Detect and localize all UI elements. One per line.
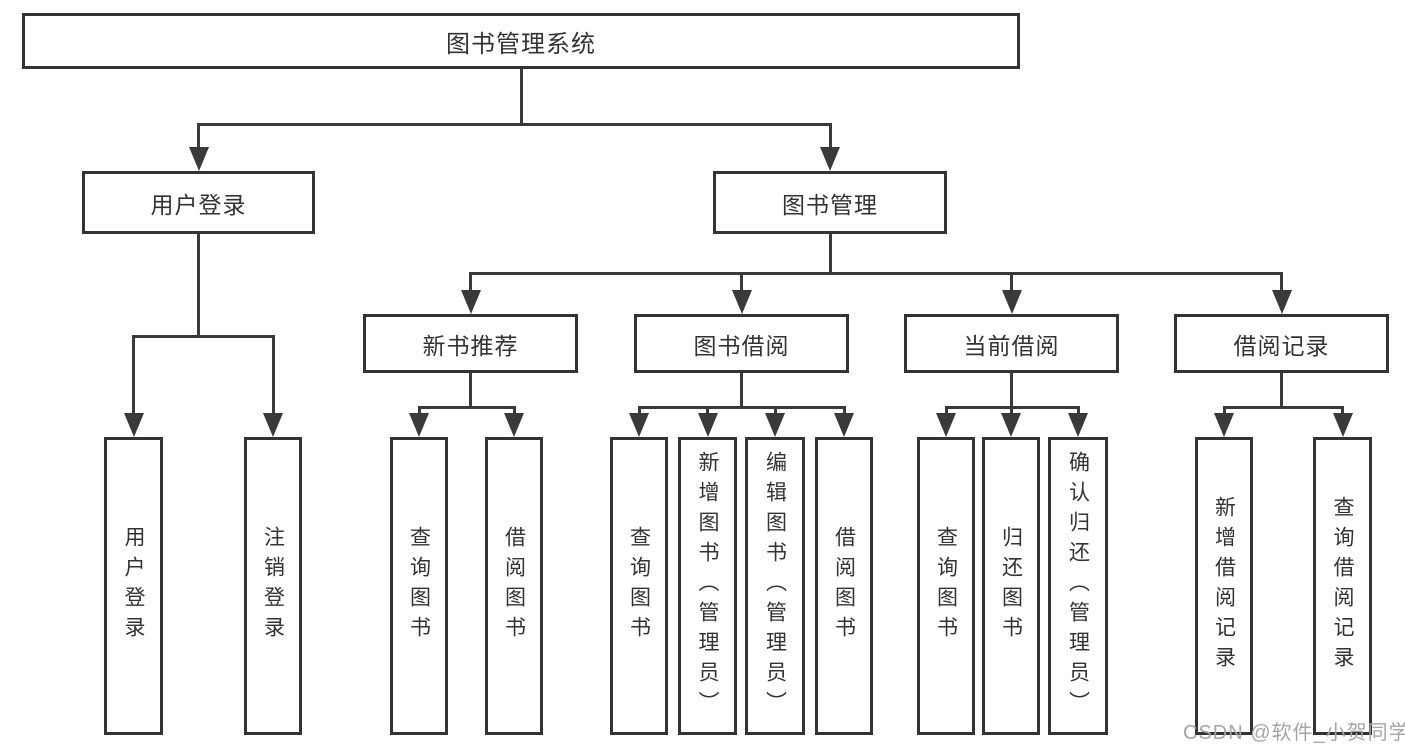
node-label-new-book-rec: 新书推荐	[422, 332, 519, 359]
arrowhead-icon	[504, 413, 524, 437]
node-label-root: 图书管理系统	[446, 30, 596, 58]
node-label-br-query-record: 查询借阅记录	[1331, 496, 1355, 676]
connector-line	[1222, 406, 1226, 417]
connector-line	[842, 406, 846, 417]
node-label-current-borrow: 当前借阅	[963, 332, 1060, 359]
connector-line	[197, 123, 832, 126]
node-root: 图书管理系统	[22, 13, 1020, 69]
node-nb-borrow-book: 借阅图书	[485, 437, 543, 735]
connector-line	[197, 234, 200, 335]
node-bb-query-book: 查询图书	[610, 437, 668, 735]
connector-line	[1076, 406, 1080, 417]
node-current-borrow: 当前借阅	[904, 314, 1119, 373]
connector-line	[469, 272, 472, 294]
arrowhead-icon	[409, 413, 429, 437]
node-nb-query-book: 查询图书	[390, 437, 448, 735]
node-label-bb-add-book: 新增图书（管理员）	[696, 451, 720, 721]
node-br-add-record: 新增借阅记录	[1195, 437, 1253, 735]
node-v-user-login: 用户登录	[104, 437, 163, 735]
node-label-book-borrow: 图书借阅	[693, 332, 790, 359]
node-label-cb-query-book: 查询图书	[934, 526, 958, 646]
connector-line	[828, 123, 832, 151]
node-label-nb-borrow-book: 借阅图书	[502, 526, 526, 646]
connector-line	[944, 406, 948, 417]
connector-line	[197, 123, 200, 151]
arrowhead-icon	[731, 290, 752, 314]
arrowhead-icon	[1001, 290, 1022, 314]
connector-line	[1341, 406, 1344, 417]
connector-line	[637, 406, 641, 417]
node-bb-add-book: 新增图书（管理员）	[678, 437, 737, 735]
node-borrow-record: 借阅记录	[1174, 314, 1389, 373]
node-v-logout: 注销登录	[244, 437, 302, 735]
connector-line	[1009, 406, 1013, 417]
connector-line	[1280, 272, 1283, 294]
node-label-borrow-record: 借阅记录	[1233, 332, 1330, 359]
arrowhead-icon	[1332, 413, 1353, 437]
connector-line	[469, 272, 1283, 275]
arrowhead-icon	[1214, 413, 1234, 437]
arrowhead-icon	[697, 413, 718, 437]
node-new-book-rec: 新书推荐	[363, 314, 578, 373]
connector-line	[132, 335, 275, 338]
connector-line	[637, 406, 846, 409]
connector-line	[132, 335, 135, 417]
node-label-br-add-record: 新增借阅记录	[1212, 496, 1236, 676]
connector-line	[512, 406, 516, 417]
connector-line	[1010, 272, 1013, 294]
arrowhead-icon	[188, 147, 209, 171]
connector-line	[740, 373, 743, 406]
arrowhead-icon	[936, 413, 956, 437]
connector-line	[417, 406, 421, 417]
node-label-book-management: 图书管理	[782, 191, 878, 218]
connector-line	[1010, 373, 1013, 406]
connector-line	[1222, 406, 1344, 409]
node-label-nb-query-book: 查询图书	[407, 526, 431, 646]
connector-line	[706, 406, 709, 417]
arrowhead-icon	[1271, 290, 1292, 314]
node-label-cb-return-book: 归还图书	[999, 526, 1023, 646]
connector-line	[1280, 373, 1283, 406]
csdn-watermark: CSDN @软件_小贺同学	[1183, 722, 1405, 744]
connector-line	[519, 69, 523, 123]
node-label-v-user-login: 用户登录	[122, 526, 146, 646]
arrowhead-icon	[834, 413, 854, 437]
arrowhead-icon	[1068, 413, 1088, 437]
node-br-query-record: 查询借阅记录	[1313, 437, 1372, 735]
node-book-borrow: 图书借阅	[634, 314, 849, 373]
connector-line	[740, 272, 743, 294]
connector-line	[469, 373, 472, 406]
arrowhead-icon	[263, 413, 283, 437]
node-label-bb-borrow-book: 借阅图书	[832, 526, 856, 646]
connector-line	[773, 406, 777, 417]
connector-line	[271, 335, 275, 417]
node-bb-borrow-book: 借阅图书	[815, 437, 873, 735]
node-bb-edit-book: 编辑图书（管理员）	[745, 437, 805, 735]
node-user-login: 用户登录	[82, 171, 315, 234]
node-label-cb-confirm-return: 确认归还（管理员）	[1066, 451, 1090, 721]
connector-line	[417, 406, 516, 409]
node-label-bb-query-book: 查询图书	[627, 526, 651, 646]
node-label-v-logout: 注销登录	[261, 526, 285, 646]
node-label-user-login: 用户登录	[150, 191, 247, 218]
arrowhead-icon	[629, 413, 649, 437]
connector-line	[828, 234, 832, 272]
arrowhead-icon	[765, 413, 785, 437]
arrowhead-icon	[460, 290, 481, 314]
node-book-management: 图书管理	[713, 171, 947, 234]
arrowhead-icon	[820, 147, 840, 171]
arrowhead-icon	[123, 413, 144, 437]
arrowhead-icon	[1001, 413, 1021, 437]
node-label-bb-edit-book: 编辑图书（管理员）	[763, 451, 787, 721]
node-cb-confirm-return: 确认归还（管理员）	[1048, 437, 1108, 735]
node-cb-query-book: 查询图书	[917, 437, 975, 735]
node-cb-return-book: 归还图书	[982, 437, 1040, 735]
